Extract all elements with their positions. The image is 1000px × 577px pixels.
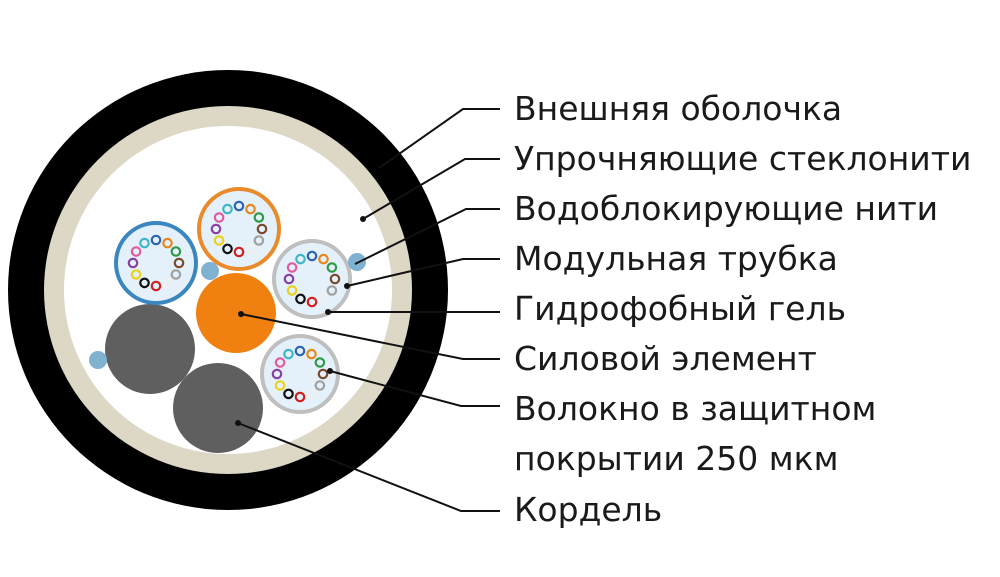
optical-fiber — [245, 243, 256, 255]
label-fiber-line1: Волокно в защитном — [514, 389, 876, 428]
optical-fiber — [173, 257, 185, 269]
optical-fiber — [213, 212, 225, 223]
optical-fiber — [283, 273, 295, 285]
filler-cord — [173, 363, 263, 453]
optical-fiber — [306, 348, 317, 360]
fiber-group — [271, 345, 329, 403]
strength-member — [196, 273, 276, 353]
label-module-tube: Модульная трубка — [514, 239, 838, 278]
optical-fiber — [294, 391, 306, 403]
optical-fiber — [256, 223, 268, 235]
optical-fiber — [233, 246, 245, 258]
optical-fiber — [286, 285, 298, 296]
label-filler-cord: Кордель — [514, 490, 662, 529]
optical-fiber — [253, 235, 265, 246]
optical-fiber — [306, 250, 318, 262]
optical-fiber — [283, 388, 294, 400]
optical-fiber — [245, 203, 256, 215]
fiber-group — [283, 250, 341, 308]
filler-cord — [105, 304, 195, 394]
optical-fiber — [271, 368, 283, 380]
label-outer-sheath: Внешняя оболочка — [514, 89, 842, 128]
optical-fiber — [170, 246, 182, 257]
optical-fiber — [294, 345, 306, 357]
optical-fiber — [170, 269, 182, 280]
optical-fiber — [130, 269, 142, 280]
optical-fiber — [283, 348, 294, 360]
optical-fiber — [326, 262, 338, 273]
label-strength-member: Силовой элемент — [514, 339, 817, 378]
optical-fiber — [253, 212, 265, 223]
optical-fiber — [326, 285, 338, 296]
optical-fiber — [222, 243, 233, 255]
optical-fiber — [222, 203, 233, 215]
fiber-group — [210, 200, 268, 258]
optical-fiber — [130, 246, 142, 257]
module-tube — [114, 221, 198, 305]
optical-fiber — [314, 380, 326, 391]
optical-fiber — [318, 293, 329, 305]
optical-fiber — [127, 257, 139, 269]
optical-fiber — [318, 253, 329, 265]
water-blocking-thread — [201, 262, 219, 280]
optical-fiber — [233, 200, 245, 212]
optical-fiber — [150, 280, 162, 292]
leader-lines — [235, 108, 500, 512]
optical-fiber — [295, 293, 306, 305]
label-hydrophobic-gel: Гидрофобный гель — [514, 289, 846, 328]
optical-fiber — [139, 237, 150, 249]
fiber-group — [127, 234, 185, 292]
optical-fiber — [317, 368, 329, 380]
optical-fiber — [274, 380, 286, 391]
optical-fiber — [162, 237, 173, 249]
optical-fiber — [150, 234, 162, 246]
label-glass-yarn: Упрочняющие стеклонити — [514, 139, 971, 178]
optical-fiber — [162, 277, 173, 289]
label-water-blocking-threads: Водоблокирующие нити — [514, 189, 938, 228]
optical-fiber — [139, 277, 150, 289]
optical-fiber — [295, 253, 306, 265]
optical-fiber — [213, 235, 225, 246]
optical-fiber — [306, 296, 318, 308]
optical-fiber — [306, 388, 317, 400]
optical-fiber — [314, 357, 326, 368]
optical-fiber — [274, 357, 286, 368]
water-blocking-thread — [89, 351, 107, 369]
optical-fiber — [286, 262, 298, 273]
optical-fiber — [210, 223, 222, 235]
label-fiber-line2: покрытии 250 мкм — [514, 439, 839, 478]
module-tube — [272, 239, 352, 319]
module-tube — [260, 334, 340, 414]
module-tube — [197, 187, 281, 271]
optical-fiber — [329, 273, 341, 285]
